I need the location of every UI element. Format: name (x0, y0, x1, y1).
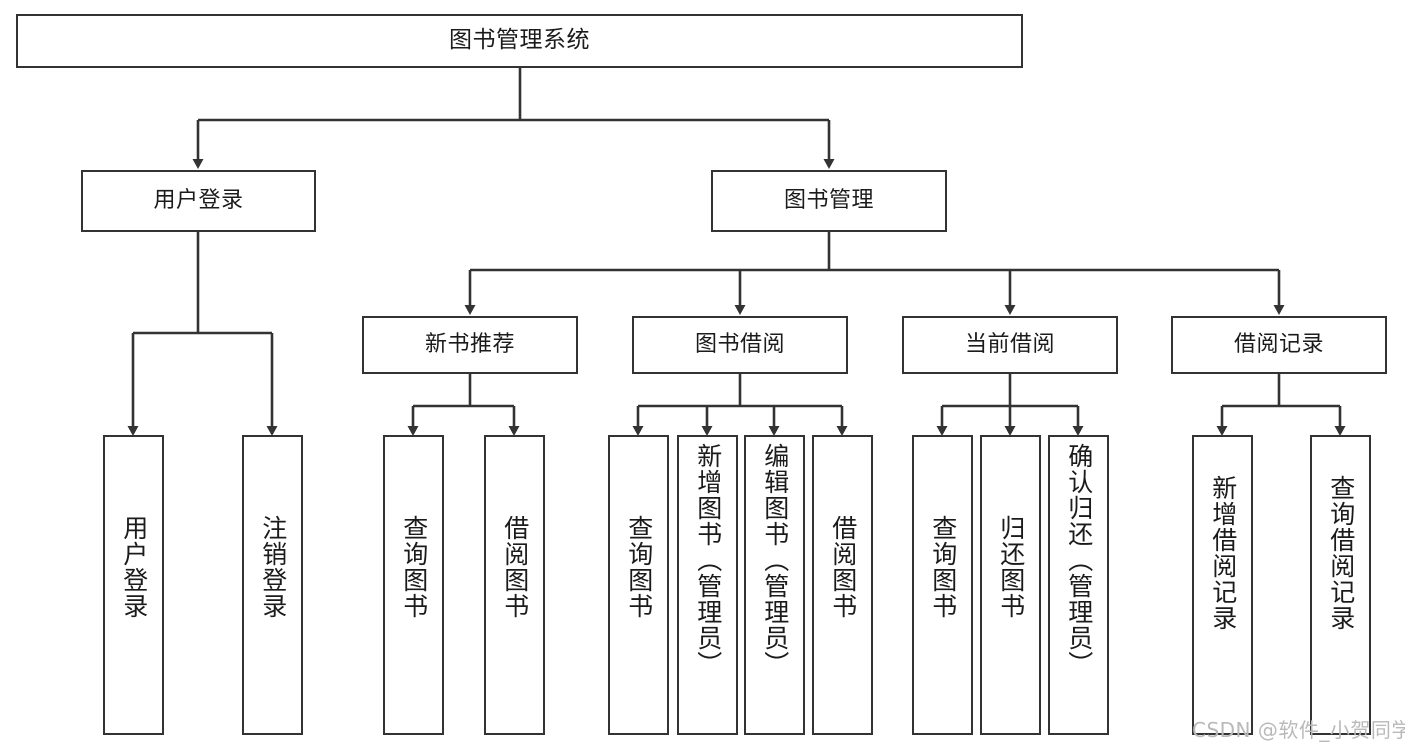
node-leaf-query-book-2-label: 查询图书 (624, 515, 654, 619)
node-root[interactable]: 图书管理系统 (16, 14, 1023, 68)
node-leaf-add-borrow-record[interactable]: 新增借阅记录 (1192, 435, 1253, 735)
node-leaf-borrow-book-2-label: 借阅图书 (828, 515, 858, 619)
node-current-borrow[interactable]: 当前借阅 (902, 316, 1118, 374)
node-leaf-edit-book-label: 编辑图书（管理员） (760, 443, 790, 677)
node-new-book-recommend-label: 新书推荐 (424, 332, 515, 358)
node-leaf-confirm-return-label: 确认归还（管理员） (1064, 443, 1094, 677)
node-new-book-recommend[interactable]: 新书推荐 (362, 316, 578, 374)
node-leaf-query-borrow-record-label: 查询借阅记录 (1326, 475, 1356, 631)
node-leaf-user-login-label: 用户登录 (119, 515, 149, 619)
node-leaf-logout-login-label: 注销登录 (258, 515, 288, 619)
node-leaf-user-login[interactable]: 用户登录 (103, 435, 164, 735)
node-leaf-add-book[interactable]: 新增图书（管理员） (677, 435, 738, 735)
node-root-label: 图书管理系统 (449, 27, 590, 54)
node-leaf-return-book-label: 归还图书 (996, 515, 1026, 619)
node-leaf-borrow-book-1-label: 借阅图书 (500, 515, 530, 619)
node-leaf-borrow-book-2[interactable]: 借阅图书 (812, 435, 873, 735)
node-leaf-query-book-3[interactable]: 查询图书 (912, 435, 973, 735)
node-current-borrow-label: 当前借阅 (964, 332, 1055, 358)
node-leaf-edit-book[interactable]: 编辑图书（管理员） (744, 435, 805, 735)
node-leaf-query-borrow-record[interactable]: 查询借阅记录 (1310, 435, 1371, 735)
node-book-borrow-label: 图书借阅 (694, 332, 785, 358)
node-leaf-query-book-1-label: 查询图书 (399, 515, 429, 619)
node-leaf-return-book[interactable]: 归还图书 (980, 435, 1041, 735)
node-borrow-record-label: 借阅记录 (1233, 332, 1324, 358)
node-leaf-borrow-book-1[interactable]: 借阅图书 (484, 435, 545, 735)
node-leaf-query-book-3-label: 查询图书 (928, 515, 958, 619)
node-book-borrow[interactable]: 图书借阅 (632, 316, 848, 374)
node-book-management-label: 图书管理 (783, 188, 874, 214)
node-leaf-query-book-2[interactable]: 查询图书 (608, 435, 669, 735)
node-leaf-add-borrow-record-label: 新增借阅记录 (1208, 475, 1238, 631)
node-user-login-label: 用户登录 (153, 188, 244, 214)
node-leaf-add-book-label: 新增图书（管理员） (693, 443, 723, 677)
node-book-management[interactable]: 图书管理 (711, 170, 947, 232)
node-user-login[interactable]: 用户登录 (81, 170, 316, 232)
node-borrow-record[interactable]: 借阅记录 (1171, 316, 1387, 374)
node-leaf-query-book-1[interactable]: 查询图书 (383, 435, 444, 735)
node-leaf-confirm-return[interactable]: 确认归还（管理员） (1048, 435, 1109, 735)
node-leaf-logout-login[interactable]: 注销登录 (242, 435, 303, 735)
watermark: CSDN @软件_小贺同学 (1192, 718, 1405, 742)
